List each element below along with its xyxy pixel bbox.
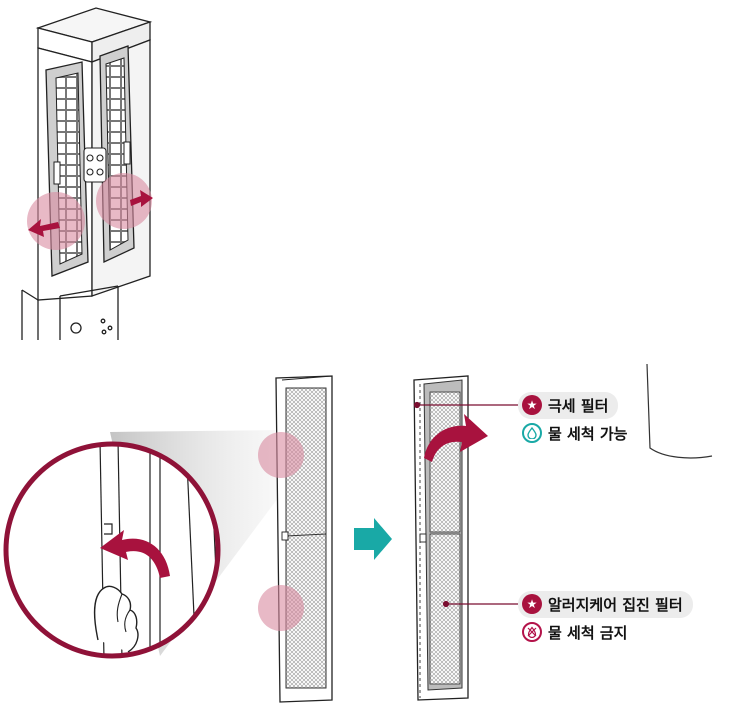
- star-badge-icon: ★: [522, 594, 542, 614]
- water-drop-icon: [522, 423, 542, 443]
- purifier-edge-outline: [646, 363, 713, 459]
- allergy-filter-wash-label: 물 세척 금지: [518, 619, 637, 645]
- fine-filter-wash-text: 물 세척 가능: [548, 424, 628, 443]
- fine-filter-wash-label: 물 세척 가능: [518, 420, 637, 446]
- right-handle-highlight: [96, 173, 152, 229]
- leader-lines: [413, 401, 518, 608]
- filter-separated: [413, 375, 469, 701]
- fine-filter-text: 극세 필터: [548, 396, 609, 415]
- left-handle-highlight: [27, 192, 85, 250]
- star-badge-icon: ★: [522, 395, 542, 415]
- pull-left-arrow-icon: [28, 219, 60, 237]
- no-water-icon: [522, 622, 542, 642]
- allergy-filter-text: 알러지케어 집진 필터: [548, 595, 683, 614]
- allergy-filter-wash-text: 물 세척 금지: [548, 623, 628, 642]
- next-step-arrow-icon: [354, 518, 392, 560]
- pull-right-arrow-icon: [130, 190, 153, 207]
- zoom-detail: [3, 441, 221, 659]
- lift-off-arrow-icon: [424, 414, 488, 462]
- center-sensor: [83, 147, 107, 183]
- fine-filter-label: ★ 극세 필터: [518, 391, 619, 419]
- swing-open-arrow-icon: [100, 530, 170, 578]
- filter-front-bottom-highlight: [258, 585, 304, 631]
- allergy-filter-label: ★ 알러지케어 집진 필터: [518, 590, 693, 618]
- filter-front-top-highlight: [258, 432, 304, 478]
- filter-front: [275, 375, 333, 703]
